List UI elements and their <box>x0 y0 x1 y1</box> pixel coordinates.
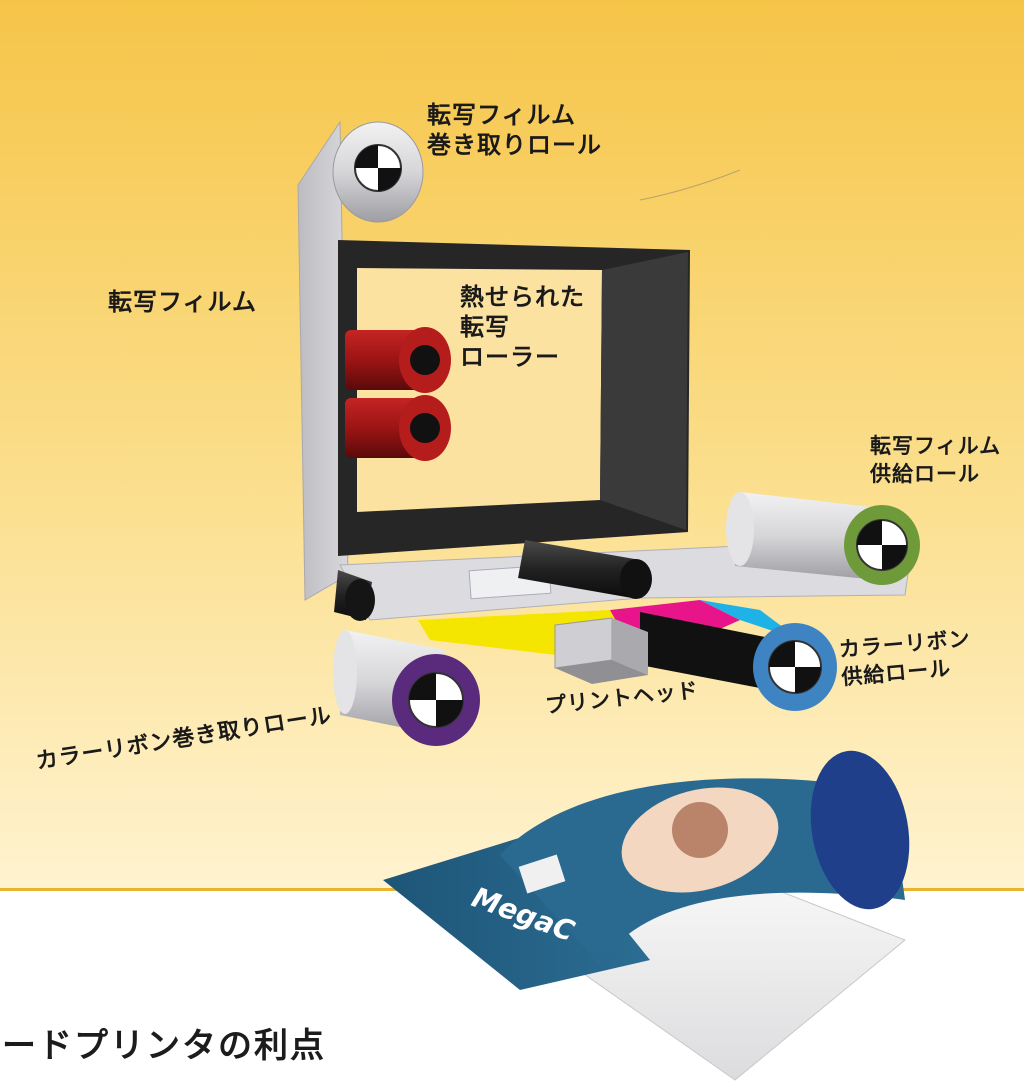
heated-transfer-rollers <box>345 327 451 461</box>
printed-card: MegaC <box>383 750 910 1081</box>
label-heated-roller: 熱せられた 転写 ローラー <box>460 283 585 371</box>
section-heading: ードプリンタの利点 <box>2 1026 326 1066</box>
label-film-takeup: 転写フィルム 巻き取りロール <box>427 101 602 159</box>
film-supply-roll <box>726 492 920 585</box>
ribbon-supply-roll <box>753 623 837 711</box>
film-takeup-roll <box>332 121 424 223</box>
print-head <box>554 617 648 684</box>
ribbon-takeup-roll <box>333 630 480 746</box>
left-black-roller <box>334 570 375 621</box>
roll-end-marker-icon <box>355 145 401 191</box>
roll-end-marker-icon <box>857 520 907 570</box>
roll-end-marker-icon <box>769 641 821 693</box>
roll-end-marker-icon <box>409 673 463 727</box>
film-guide-roller <box>518 540 652 599</box>
label-ribbon-supply: カラーリボン 供給ロール <box>837 626 972 690</box>
label-film-supply: 転写フィルム 供給ロール <box>870 434 1002 486</box>
label-transfer-film: 転写フィルム <box>108 288 258 316</box>
leader-line <box>639 169 741 201</box>
